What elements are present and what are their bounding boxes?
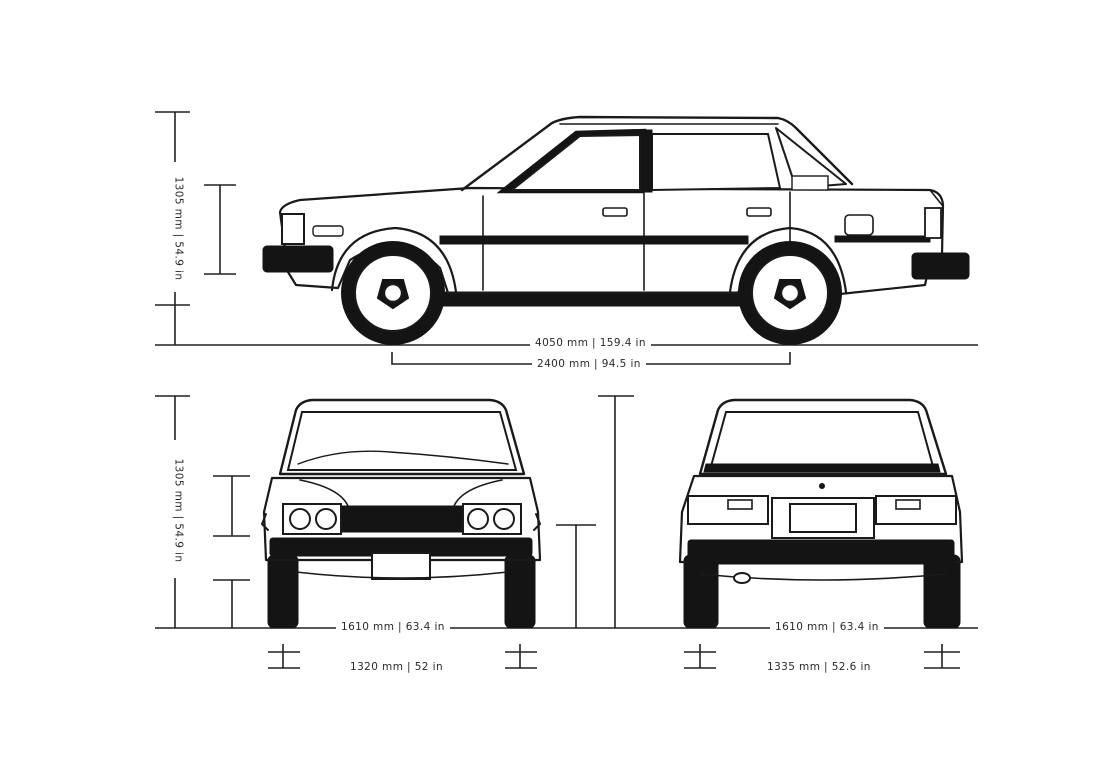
front-width-label: 1610 mm | 63.4 in — [336, 621, 450, 634]
headlight-left-1 — [289, 508, 311, 530]
exhaust-pipe — [733, 572, 751, 584]
rear-bumper-rear — [687, 539, 955, 565]
rear-door-handle — [746, 207, 772, 217]
front-track-dimension — [268, 644, 537, 669]
side-height-dimension — [155, 111, 236, 345]
side-height-label: 1305 mm | 54.9 in — [171, 167, 185, 290]
b-pillar — [641, 129, 653, 193]
rear-width-label: 1610 mm | 63.4 in — [770, 621, 884, 634]
wheelbase-label: 2400 mm | 94.5 in — [532, 358, 646, 371]
rear-wheel — [738, 241, 842, 345]
front-height-dimension — [155, 395, 250, 628]
front-wheel — [341, 241, 445, 345]
front-door-handle — [602, 207, 628, 217]
front-right-tire — [504, 554, 536, 629]
car-front — [261, 398, 542, 629]
grille — [339, 505, 465, 533]
headlight-right-1 — [467, 508, 489, 530]
fuel-door — [844, 214, 874, 236]
center-height-markers — [556, 395, 634, 628]
front-left-tire — [267, 554, 299, 629]
headlight-right-2 — [493, 508, 515, 530]
front-plate — [371, 552, 431, 580]
side-stripe — [439, 235, 749, 245]
length-label: 4050 mm | 159.4 in — [530, 337, 651, 350]
car-rear — [678, 398, 964, 629]
headlight-side — [281, 213, 305, 245]
side-view — [155, 111, 978, 365]
rear-left-tire — [683, 554, 719, 629]
rear-track-label: 1335 mm | 52.6 in — [762, 661, 876, 674]
front-height-label: 1305 mm | 54.9 in — [171, 449, 185, 572]
front-view — [155, 395, 978, 669]
front-track-label: 1320 mm | 52 in — [345, 661, 448, 674]
rear-bumper — [911, 252, 970, 280]
rear-plate — [789, 503, 857, 533]
front-bumper — [262, 245, 334, 273]
taillight-side — [924, 207, 942, 239]
rear-view — [678, 398, 964, 669]
headlight-left-2 — [315, 508, 337, 530]
rear-quarter-vent — [791, 175, 829, 191]
rear-right-tire — [923, 554, 961, 629]
rear-track-dimension — [684, 644, 960, 669]
